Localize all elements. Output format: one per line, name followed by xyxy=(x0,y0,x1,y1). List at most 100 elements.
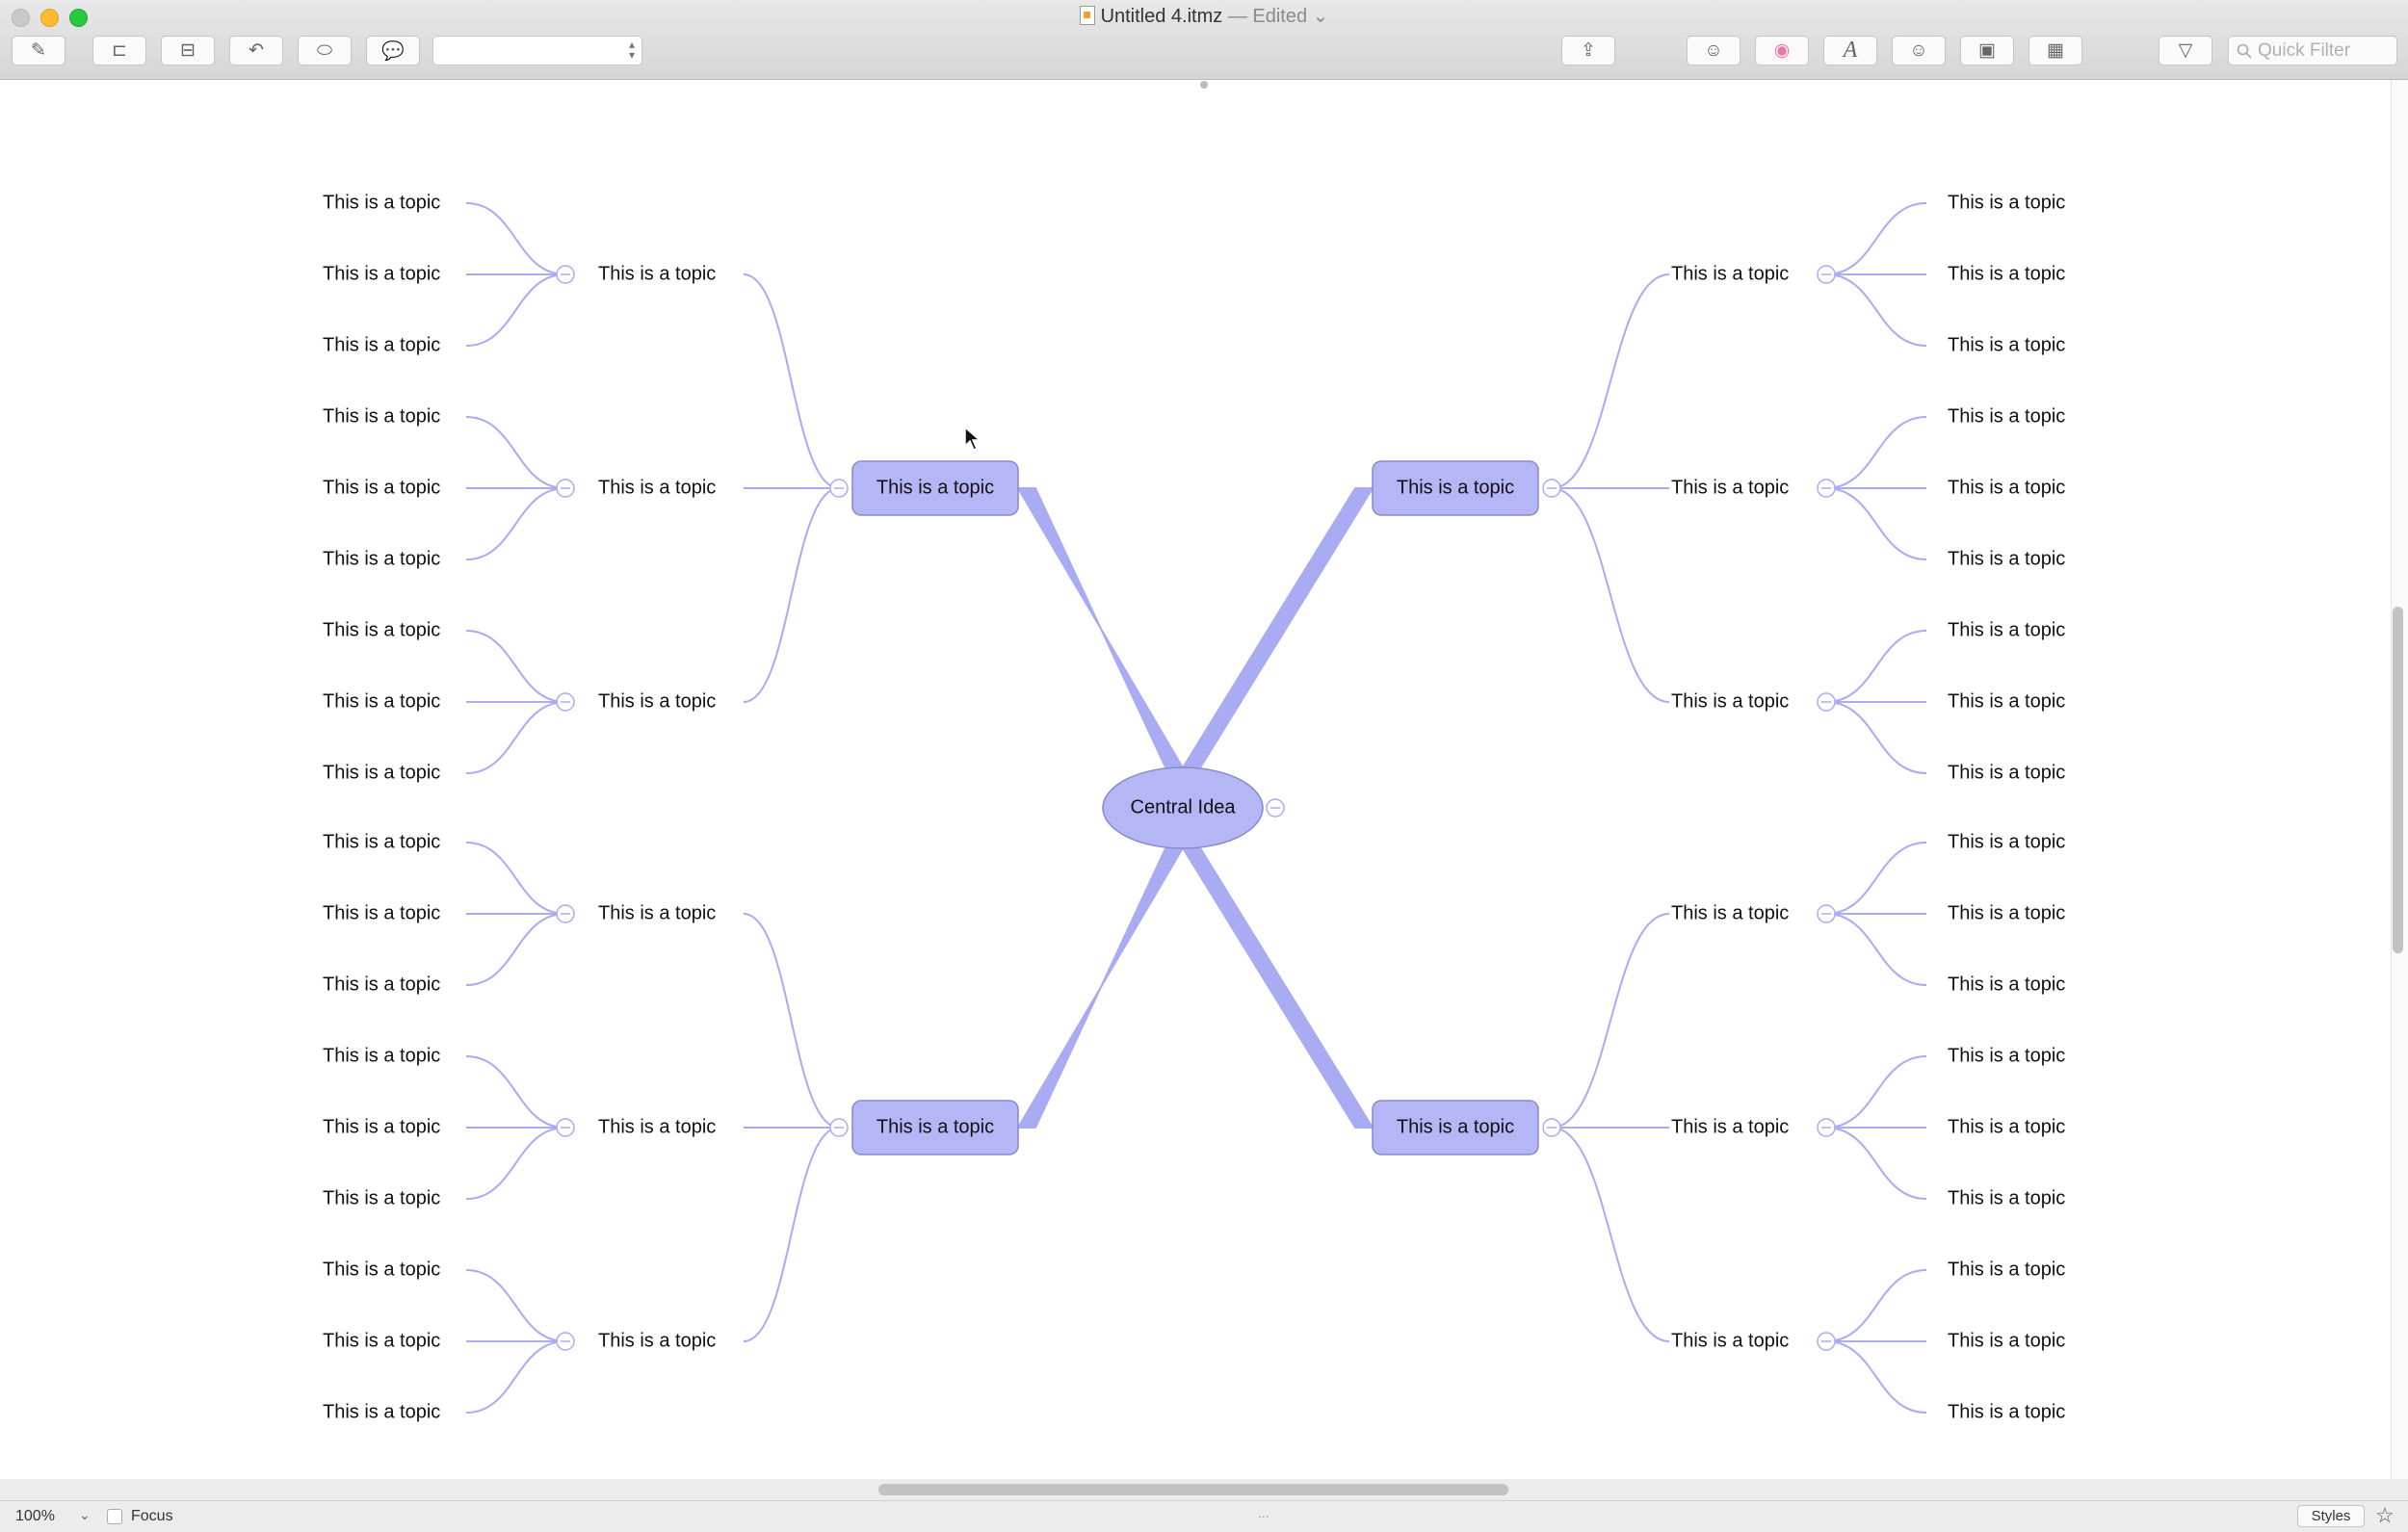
subtopic-label[interactable]: This is a topic xyxy=(598,477,716,498)
quick-filter-input[interactable]: Quick Filter xyxy=(2228,36,2397,65)
close-button[interactable] xyxy=(12,9,30,27)
leaf-topic-label[interactable]: This is a topic xyxy=(1948,974,2065,995)
table-button[interactable]: ▦ xyxy=(2028,36,2082,65)
image-button[interactable]: ▣ xyxy=(1960,36,2014,65)
styles-button[interactable]: Styles xyxy=(2297,1505,2365,1527)
leaf-topic-label[interactable]: This is a topic xyxy=(1948,1259,2065,1280)
leaf-topic-label[interactable]: This is a topic xyxy=(323,831,440,852)
add-sibling-button[interactable]: ⊟ xyxy=(161,36,215,65)
leaf-topic-label[interactable]: This is a topic xyxy=(323,1045,440,1066)
add-subtopic-button[interactable]: ⊏ xyxy=(92,36,146,65)
subtopic-label[interactable]: This is a topic xyxy=(1671,1116,1789,1137)
subtopic-label[interactable]: This is a topic xyxy=(1671,902,1789,923)
leaf-topic-label[interactable]: This is a topic xyxy=(1948,831,2065,852)
leaf-topic-label[interactable]: This is a topic xyxy=(1948,1401,2065,1422)
main-topic-label[interactable]: This is a topic xyxy=(877,477,994,498)
leaf-topic-label[interactable]: This is a topic xyxy=(1948,405,2065,427)
leaf-topic-label[interactable]: This is a topic xyxy=(1948,762,2065,783)
focus-checkbox[interactable] xyxy=(107,1509,122,1524)
emoji-button[interactable]: ☺ xyxy=(1892,36,1946,65)
subtopic-label[interactable]: This is a topic xyxy=(1671,690,1789,712)
leaf-topic-label[interactable]: This is a topic xyxy=(323,1330,440,1351)
leaf-topic-label[interactable]: This is a topic xyxy=(323,477,440,498)
subtopic-label[interactable]: This is a topic xyxy=(598,263,716,284)
leaf-branch xyxy=(1825,1269,1927,1342)
leaf-topic-label[interactable]: This is a topic xyxy=(1948,548,2065,569)
subtopic-label[interactable]: This is a topic xyxy=(598,1116,716,1137)
leaf-topic-label[interactable]: This is a topic xyxy=(1948,334,2065,355)
leaf-topic-label[interactable]: This is a topic xyxy=(323,1401,440,1422)
subtopic-label[interactable]: This is a topic xyxy=(598,902,716,923)
relationship-button[interactable]: ↶ xyxy=(229,36,283,65)
share-button[interactable]: ⇪ xyxy=(1561,36,1615,65)
leaf-topic-label[interactable]: This is a topic xyxy=(323,1116,440,1137)
central-idea-node[interactable] xyxy=(1102,766,1264,849)
font-button[interactable]: A xyxy=(1823,36,1877,65)
leaf-topic-label[interactable]: This is a topic xyxy=(323,1187,440,1208)
leaf-topic-label[interactable]: This is a topic xyxy=(323,974,440,995)
leaf-topic-label[interactable]: This is a topic xyxy=(1948,902,2065,923)
zoom-level[interactable]: 100% xyxy=(15,1508,55,1524)
leaf-topic-label[interactable]: This is a topic xyxy=(1948,192,2065,213)
main-topic-label[interactable]: This is a topic xyxy=(1397,1116,1514,1137)
callout-button[interactable]: 💬 xyxy=(366,36,420,65)
minimize-button[interactable] xyxy=(40,9,59,27)
horizontal-scroll-thumb[interactable] xyxy=(878,1484,1508,1495)
main-topic-node[interactable] xyxy=(851,460,1019,516)
main-topic-node[interactable] xyxy=(1372,460,1539,516)
leaf-topic-label[interactable]: This is a topic xyxy=(1948,690,2065,712)
leaf-topic-label[interactable]: This is a topic xyxy=(323,263,440,284)
leaf-topic-label[interactable]: This is a topic xyxy=(1948,1330,2065,1351)
main-topic-node[interactable] xyxy=(851,1100,1019,1155)
leaf-topic-label[interactable]: This is a topic xyxy=(323,548,440,569)
leaf-branch xyxy=(1825,913,1927,986)
sub-branch xyxy=(1551,487,1670,703)
leaf-branch xyxy=(465,1269,566,1342)
subtopic-label[interactable]: This is a topic xyxy=(1671,477,1789,498)
zoom-button[interactable] xyxy=(69,9,88,27)
leaf-topic-label[interactable]: This is a topic xyxy=(323,762,440,783)
leaf-branch xyxy=(465,842,566,915)
color-button[interactable]: ◉ xyxy=(1755,36,1809,65)
leaf-topic-label[interactable]: This is a topic xyxy=(1948,619,2065,640)
style-select[interactable]: ▴▾ xyxy=(432,36,642,65)
leaf-topic-label[interactable]: This is a topic xyxy=(1948,1045,2065,1066)
leaf-topic-label[interactable]: This is a topic xyxy=(323,690,440,712)
subtopic-label[interactable]: This is a topic xyxy=(1671,263,1789,284)
filter-button[interactable]: ▽ xyxy=(2159,36,2212,65)
main-topic-node[interactable] xyxy=(1372,1100,1539,1155)
leaf-topic-label[interactable]: This is a topic xyxy=(1948,1187,2065,1208)
status-bar: 100% ⌄ Focus ... Styles ☆ xyxy=(0,1500,2408,1532)
new-topic-button[interactable]: ✎ xyxy=(12,36,65,65)
leaf-topic-label[interactable]: This is a topic xyxy=(1948,477,2065,498)
subtopic-label[interactable]: This is a topic xyxy=(1671,1330,1789,1351)
subtopic-label[interactable]: This is a topic xyxy=(598,690,716,712)
leaf-branch xyxy=(465,273,566,347)
leaf-topic-label[interactable]: This is a topic xyxy=(323,619,440,640)
leaf-topic-label[interactable]: This is a topic xyxy=(323,902,440,923)
leaf-topic-label[interactable]: This is a topic xyxy=(323,405,440,427)
leaf-topic-label[interactable]: This is a topic xyxy=(1948,1116,2065,1137)
main-topic-label[interactable]: This is a topic xyxy=(877,1116,994,1137)
canvas-resize-handle[interactable] xyxy=(1200,81,1208,89)
main-branch xyxy=(1181,845,1374,1129)
main-topic-label[interactable]: This is a topic xyxy=(1397,477,1514,498)
star-icon[interactable]: ☆ xyxy=(2375,1503,2395,1527)
image-icon: ▣ xyxy=(1978,40,1996,61)
leaf-topic-label[interactable]: This is a topic xyxy=(1948,263,2065,284)
leaf-topic-label[interactable]: This is a topic xyxy=(323,334,440,355)
theme-button[interactable]: ☺ xyxy=(1687,36,1741,65)
boundary-button[interactable]: ⬭ xyxy=(298,36,352,65)
zoom-chevron-icon[interactable]: ⌄ xyxy=(79,1507,91,1522)
sub-branch xyxy=(743,273,840,489)
subtopic-label[interactable]: This is a topic xyxy=(598,1330,716,1351)
subtopic-icon: ⊏ xyxy=(112,40,127,61)
central-idea-label[interactable]: Central Idea xyxy=(1131,796,1237,818)
title-chevron-icon[interactable]: ⌄ xyxy=(1312,6,1329,27)
leaf-topic-label[interactable]: This is a topic xyxy=(323,192,440,213)
leaf-topic-label[interactable]: This is a topic xyxy=(323,1259,440,1280)
callout-icon: 💬 xyxy=(381,40,405,62)
vertical-scroll-thumb[interactable] xyxy=(2393,607,2403,953)
